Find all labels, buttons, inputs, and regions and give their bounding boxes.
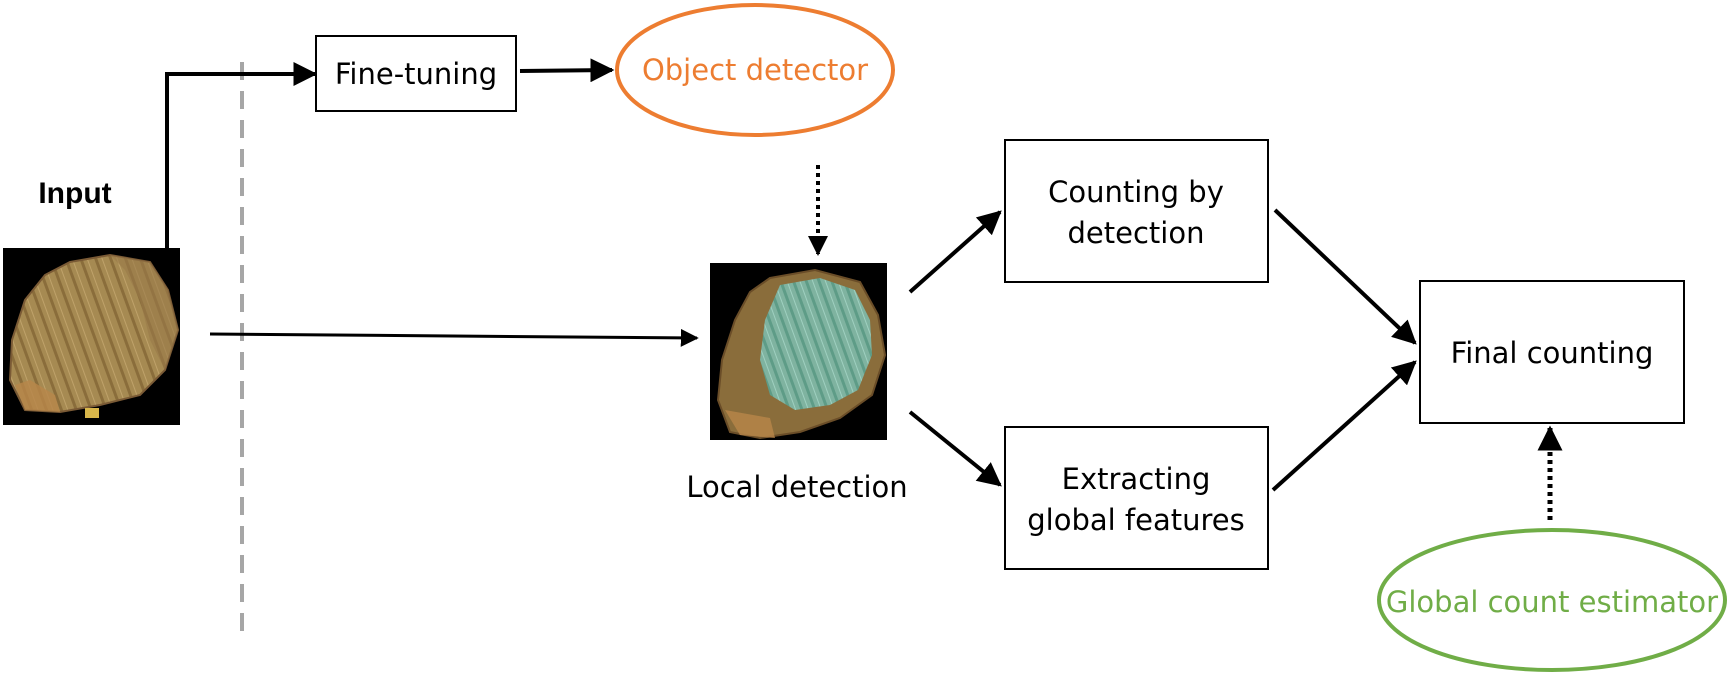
counting-by-detection-label-line2: detection <box>1068 216 1205 250</box>
counting-by-detection-box: Counting by detection <box>1004 139 1269 283</box>
counting-by-detection-label-line1: Counting by <box>1048 175 1224 209</box>
input-label: Input <box>38 177 111 210</box>
fine-tuning-label: Fine-tuning <box>335 57 497 91</box>
local-to-extracting-arrow <box>908 410 1002 487</box>
input-to-finetune-arrow <box>165 62 318 248</box>
local-to-counting-arrow <box>908 210 1002 294</box>
extracting-to-final-arrow <box>1271 360 1417 492</box>
extracting-label-line2: global features <box>1027 503 1244 537</box>
input-to-local-arrow <box>209 328 699 347</box>
finetune-to-detector-arrow <box>519 58 615 83</box>
counting-to-final-arrow <box>1273 208 1417 345</box>
extracting-global-features-box: Extracting global features <box>1004 426 1269 570</box>
input-field-image <box>3 248 180 425</box>
object-detector-label: Object detector <box>642 53 868 87</box>
object-detector-ellipse: Object detector <box>615 3 895 137</box>
global-count-estimator-label: Global count estimator <box>1386 585 1718 619</box>
local-detection-image <box>710 263 887 440</box>
extracting-label-line1: Extracting <box>1062 462 1211 496</box>
final-counting-box: Final counting <box>1419 280 1685 424</box>
local-detection-label: Local detection <box>686 470 907 504</box>
global-count-estimator-ellipse: Global count estimator <box>1377 528 1727 672</box>
final-counting-label: Final counting <box>1451 336 1654 370</box>
fine-tuning-box: Fine-tuning <box>315 35 517 112</box>
